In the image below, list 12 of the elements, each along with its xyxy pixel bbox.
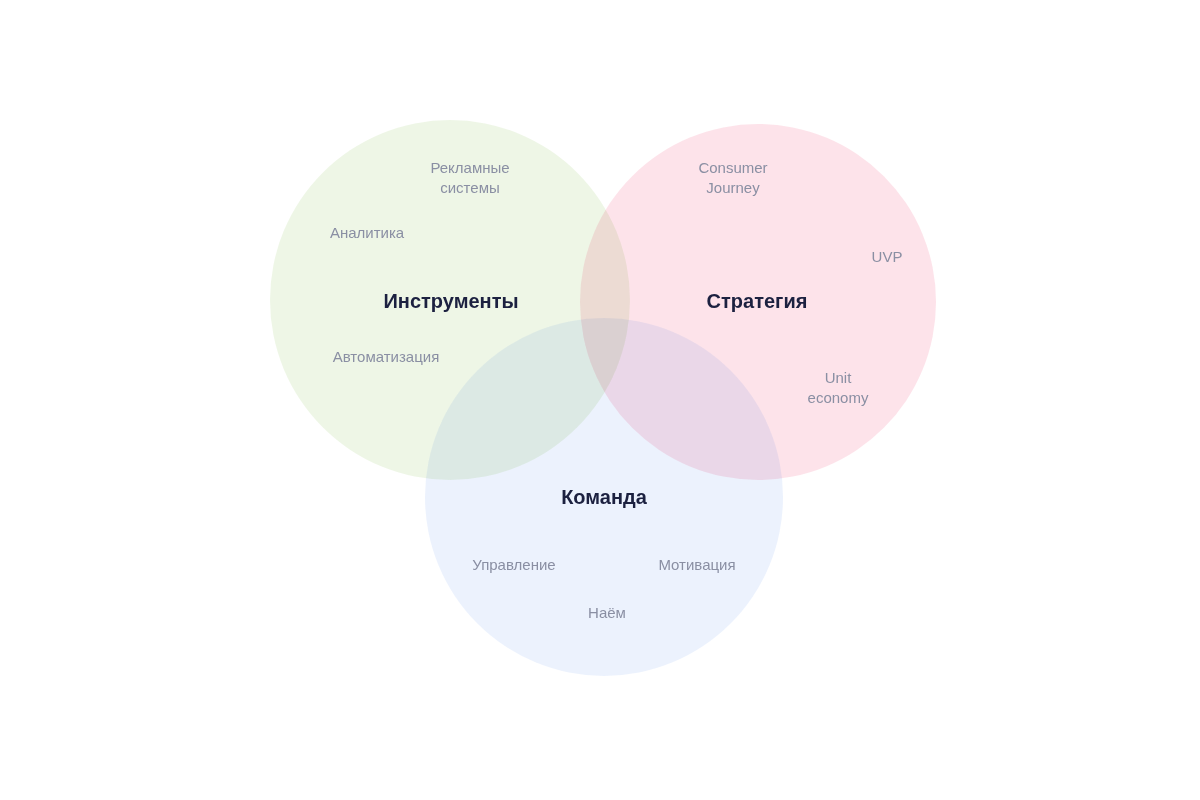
circle-item-label: Наём — [588, 603, 626, 623]
circle-item-label: Автоматизация — [332, 347, 440, 367]
circle-heading: Команда — [561, 487, 647, 507]
circle-item-label: Управление — [472, 555, 556, 575]
circle-item-label: UVP — [871, 247, 903, 267]
circle-item-label: Аналитика — [329, 223, 405, 243]
circle-item-label: Consumer Journey — [697, 158, 769, 198]
circle-item-label: Рекламные системы — [429, 158, 511, 198]
circle-item-label: Unit economy — [806, 368, 870, 408]
circle-item-label: Мотивация — [658, 555, 736, 575]
circle-heading: Стратегия — [706, 291, 808, 311]
circle-heading: Инструменты — [383, 291, 519, 311]
